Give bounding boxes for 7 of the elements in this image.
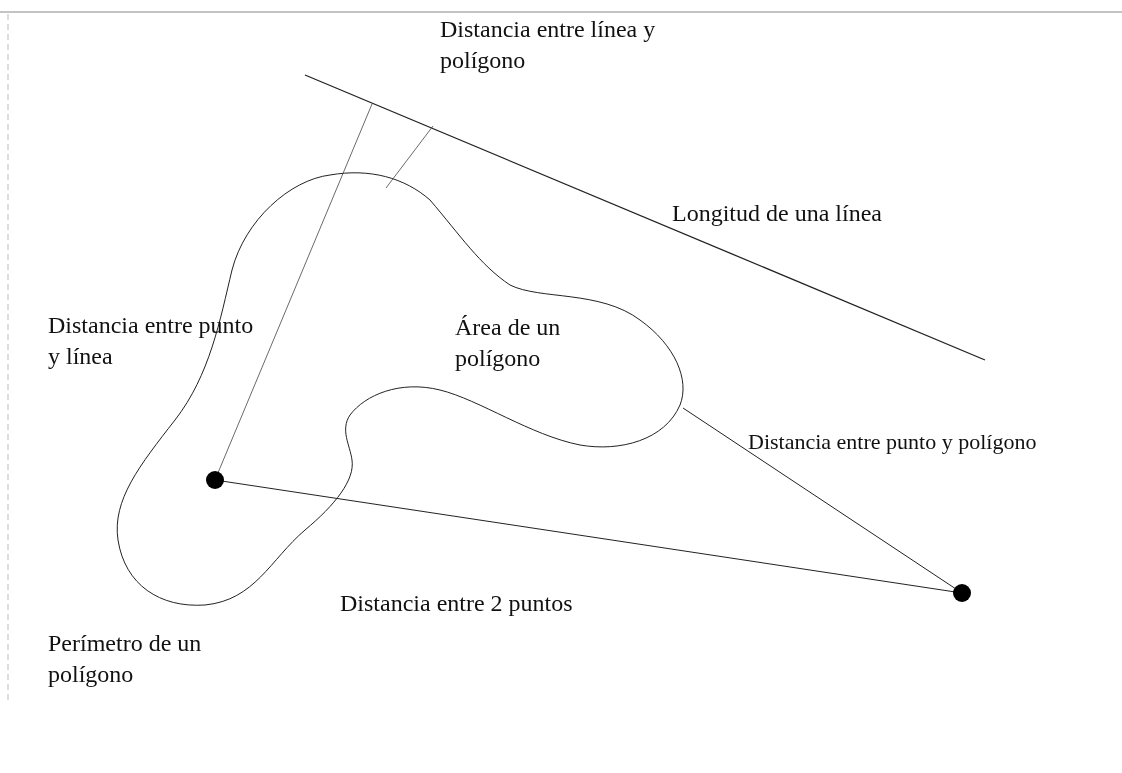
measure-label: Perímetro de un polígono: [48, 629, 203, 690]
measure-label: Distancia entre punto y polígono: [748, 428, 1037, 456]
measure-label: Distancia entre línea y polígono: [440, 15, 657, 76]
measure-label: Distancia entre punto y línea: [48, 311, 255, 372]
measure-label: Distancia entre 2 puntos: [340, 589, 573, 618]
measure-label: Área de un polígono: [455, 313, 562, 374]
measure-label: Longitud de una línea: [672, 199, 882, 228]
